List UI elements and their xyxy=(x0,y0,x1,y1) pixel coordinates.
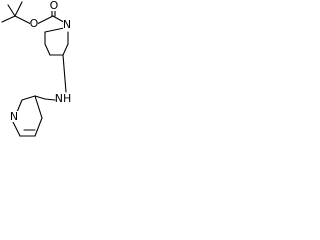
bond-pyridine-c5-c4 xyxy=(34,117,43,137)
bond-ch2a-ch2b xyxy=(34,95,46,100)
bond-pyridine-c3-c2 xyxy=(21,95,36,101)
bond-pyridine-c4-c3 xyxy=(34,95,43,119)
piperidine-nitrogen-label: N xyxy=(63,18,71,31)
bond-piperidine-c4-c5 xyxy=(44,43,51,56)
carbonyl-oxygen-label: O xyxy=(50,0,59,12)
bond-pyridine-c2-n xyxy=(16,99,23,113)
atom-labels: O O N NH N xyxy=(10,0,71,123)
ester-oxygen-label: O xyxy=(30,17,39,30)
bond-oxygen-carbonyl-carbon xyxy=(36,15,54,25)
bond-amine-ch2a xyxy=(44,98,56,101)
amine-label: NH xyxy=(55,92,72,105)
bond-tbu-me2 xyxy=(14,1,23,17)
bond-pyridine-n-c6 xyxy=(12,121,21,137)
bond-piperidine-c6-n xyxy=(44,27,65,33)
chemical-structure-diagram: O O N NH N xyxy=(1,0,71,137)
bond-tbu-me3 xyxy=(1,15,16,23)
bond-tbu-me1 xyxy=(7,4,16,17)
bond-c4-amine xyxy=(62,54,67,93)
bond-piperidine-c2-c3 xyxy=(62,43,69,56)
bond-lines xyxy=(1,1,69,137)
pyridine-nitrogen-label: N xyxy=(10,110,18,123)
bond-tbu-oxygen xyxy=(14,15,32,25)
